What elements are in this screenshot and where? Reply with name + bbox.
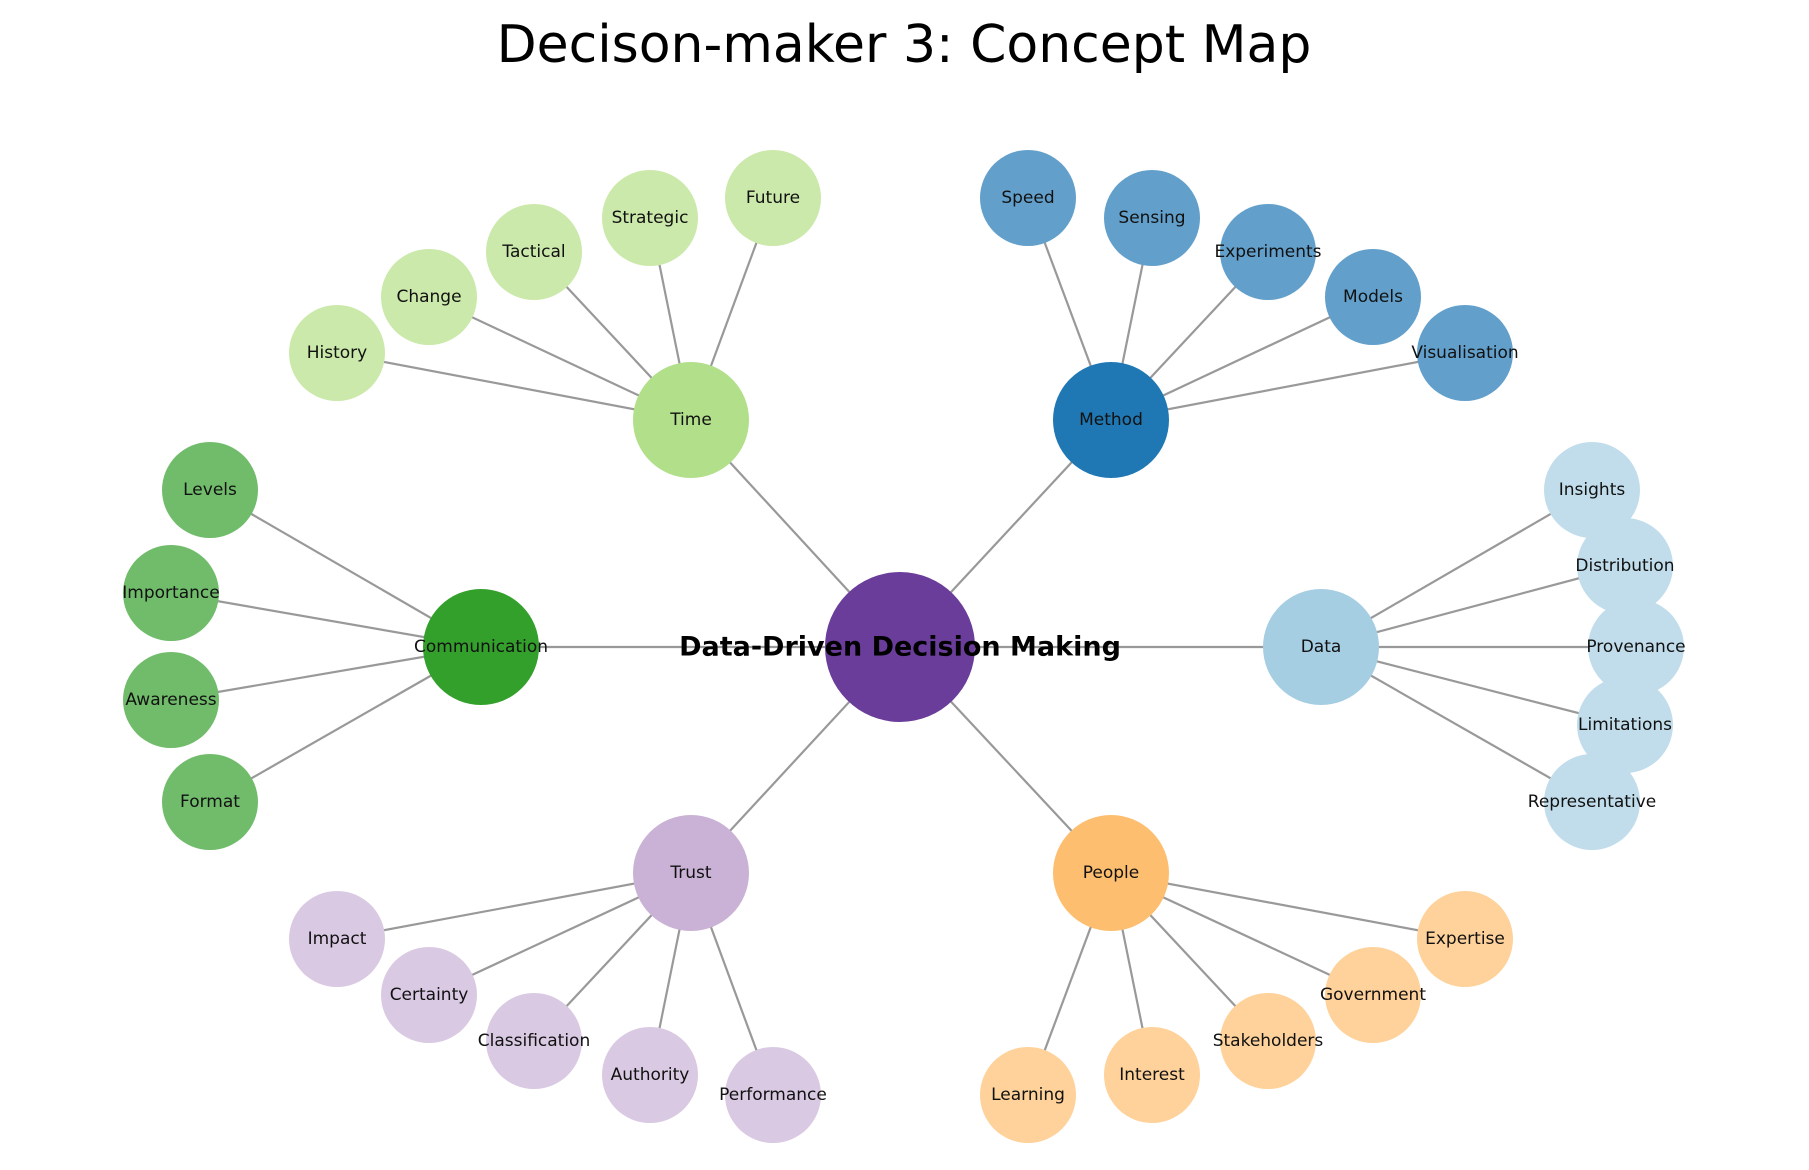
leaf-node-performance [725,1047,821,1143]
labels-layer: Time History Change Tactical Strategic Future… [122,188,1685,1105]
leaf-label-limitations: Limitations [1578,715,1672,735]
leaf-node-speed [980,150,1076,246]
hub-label-time: Time [669,410,712,430]
edge-people-expertise [1110,871,1466,941]
leaf-node-sensing [1104,170,1200,266]
leaf-node-expertise [1417,891,1513,987]
leaf-node-certainty [381,947,477,1043]
edge-trust-impact [336,871,692,941]
leaf-node-models [1325,249,1421,345]
leaf-label-learning: Learning [991,1085,1065,1105]
diagram-title: Decison-maker 3: Concept Map [497,15,1312,75]
leaf-label-stakeholders: Stakeholders [1213,1031,1324,1051]
leaf-label-impact: Impact [308,929,367,949]
leaf-node-awareness [123,652,219,748]
leaf-label-experiments: Experiments [1214,242,1321,262]
leaf-label-authority: Authority [611,1065,690,1085]
hub-node-time [633,362,749,478]
leaf-label-insights: Insights [1559,480,1626,500]
hub-label-trust: Trust [669,863,712,883]
leaf-node-interest [1104,1027,1200,1123]
hub-node-communication [423,589,539,705]
leaf-label-importance: Importance [122,583,219,603]
leaf-node-representative [1544,754,1640,850]
leaf-label-awareness: Awareness [125,690,216,710]
center-node [825,572,975,722]
leaf-node-distribution [1577,518,1673,614]
center-label: Data-Driven Decision Making [679,632,1121,663]
leaf-label-expertise: Expertise [1425,929,1505,949]
leaf-node-levels [162,442,258,538]
leaf-node-classification [486,993,582,1089]
leaf-label-future: Future [746,188,800,208]
hub-label-people: People [1083,863,1139,883]
leaf-node-insights [1544,442,1640,538]
leaf-node-authority [602,1027,698,1123]
leaf-node-tactical [486,204,582,300]
leaf-label-certainty: Certainty [390,985,469,1005]
edge-method-visualisation [1110,351,1466,422]
leaf-label-government: Government [1320,985,1426,1005]
leaf-label-change: Change [396,287,461,307]
leaf-label-format: Format [180,792,240,812]
leaf-label-speed: Speed [1001,188,1054,208]
leaf-label-interest: Interest [1119,1065,1185,1085]
leaf-node-stakeholders [1220,993,1316,1089]
leaf-node-strategic [602,170,698,266]
leaf-label-representative: Representative [1528,792,1656,812]
leaf-node-limitations [1577,677,1673,773]
leaf-label-performance: Performance [719,1085,827,1105]
nodes-layer [123,150,1684,1143]
hub-node-people [1053,815,1169,931]
edge-time-history [336,351,692,422]
leaf-node-learning [980,1047,1076,1143]
leaf-node-impact [289,891,385,987]
leaf-node-format [162,754,258,850]
leaf-node-government [1325,947,1421,1043]
leaf-label-models: Models [1343,287,1403,307]
leaf-node-importance [123,545,219,641]
leaf-node-experiments [1220,204,1316,300]
hub-node-method [1053,362,1169,478]
leaf-label-provenance: Provenance [1586,637,1685,657]
leaf-node-future [725,150,821,246]
hub-label-communication: Communication [414,637,548,657]
leaf-label-levels: Levels [183,480,237,500]
leaf-node-history [289,305,385,401]
leaf-label-distribution: Distribution [1575,556,1674,576]
leaf-node-change [381,249,477,345]
leaf-label-visualisation: Visualisation [1411,343,1518,363]
hub-node-trust [633,815,749,931]
leaf-node-provenance [1588,599,1684,695]
hub-label-data: Data [1301,637,1342,657]
leaf-label-history: History [307,343,367,363]
hub-label-method: Method [1079,410,1143,430]
leaf-label-sensing: Sensing [1118,208,1185,228]
leaf-label-strategic: Strategic [612,208,689,228]
leaf-label-classification: Classification [478,1031,590,1051]
leaf-label-tactical: Tactical [501,242,565,262]
hub-node-data [1263,589,1379,705]
leaf-node-visualisation [1417,305,1513,401]
